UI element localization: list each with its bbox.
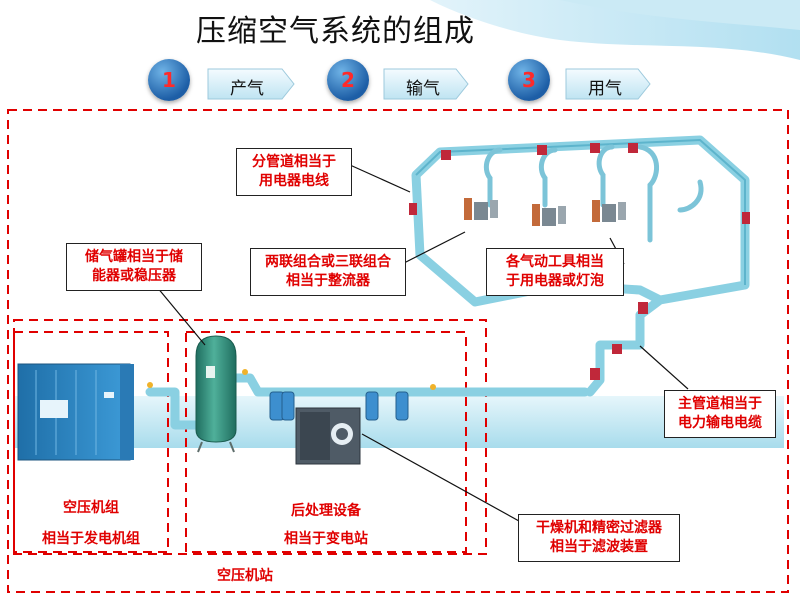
station-frame bbox=[13, 319, 487, 555]
step-3-label: 用气 bbox=[588, 79, 622, 99]
callout-branch-pipe-line1: 分管道相当于 bbox=[252, 154, 336, 170]
step-2-badge: 2 bbox=[327, 59, 369, 101]
valves bbox=[409, 143, 750, 380]
group-post-title: 后处理设备 bbox=[291, 503, 361, 519]
callout-tank-line2: 能器或稳压器 bbox=[92, 268, 176, 284]
step-arrows bbox=[207, 68, 651, 100]
air-tank bbox=[195, 335, 237, 453]
group-station-title: 空压机站 bbox=[217, 568, 273, 584]
callout-dryer: 干燥机和精密过滤器 相当于滤波装置 bbox=[518, 514, 680, 562]
compressor-frame bbox=[13, 331, 169, 553]
group-compressor-title: 空压机组 bbox=[63, 500, 119, 516]
step-2-label: 输气 bbox=[406, 79, 440, 99]
callout-tank: 储气罐相当于储 能器或稳压器 bbox=[66, 243, 202, 291]
air-compressor bbox=[17, 363, 134, 461]
callout-dryer-line2: 相当于滤波装置 bbox=[550, 539, 648, 555]
frl-units bbox=[464, 198, 626, 226]
precision-filters bbox=[269, 391, 409, 421]
callout-branch-pipe: 分管道相当于 用电器电线 bbox=[236, 148, 352, 196]
header-wave-decoration bbox=[430, 0, 800, 60]
leader-lines bbox=[151, 164, 689, 527]
callout-branch-pipe-line2: 用电器电线 bbox=[259, 173, 329, 189]
callout-tank-line1: 储气罐相当于储 bbox=[85, 249, 183, 265]
callout-tools-line1: 各气动工具相当 bbox=[506, 254, 604, 270]
ball-valves bbox=[147, 369, 436, 390]
callout-dryer-line1: 干燥机和精密过滤器 bbox=[536, 520, 662, 536]
step-1-badge: 1 bbox=[148, 59, 190, 101]
pipe-drops bbox=[483, 144, 704, 243]
step-1-label: 产气 bbox=[230, 79, 264, 99]
callout-combo: 两联组合或三联组合 相当于整流器 bbox=[250, 248, 406, 296]
callout-main-pipe-line2: 电力输电电缆 bbox=[678, 415, 762, 431]
outer-frame bbox=[7, 109, 789, 593]
callout-tools-line2: 于用电器或灯泡 bbox=[506, 273, 604, 289]
page-title: 压缩空气系统的组成 bbox=[196, 14, 475, 49]
post-treatment-frame bbox=[185, 331, 467, 553]
callout-tools: 各气动工具相当 于用电器或灯泡 bbox=[486, 248, 624, 296]
group-compressor-subtitle: 相当于发电机组 bbox=[42, 531, 140, 547]
group-post-subtitle: 相当于变电站 bbox=[284, 531, 368, 547]
callout-combo-line2: 相当于整流器 bbox=[286, 273, 370, 289]
callout-main-pipe-line1: 主管道相当于 bbox=[678, 396, 762, 412]
dryer-unit bbox=[295, 407, 361, 465]
dashed-frames bbox=[7, 109, 789, 593]
step-3-badge: 3 bbox=[508, 59, 550, 101]
callout-main-pipe: 主管道相当于 电力输电电缆 bbox=[664, 390, 776, 438]
callout-combo-line1: 两联组合或三联组合 bbox=[265, 254, 391, 270]
